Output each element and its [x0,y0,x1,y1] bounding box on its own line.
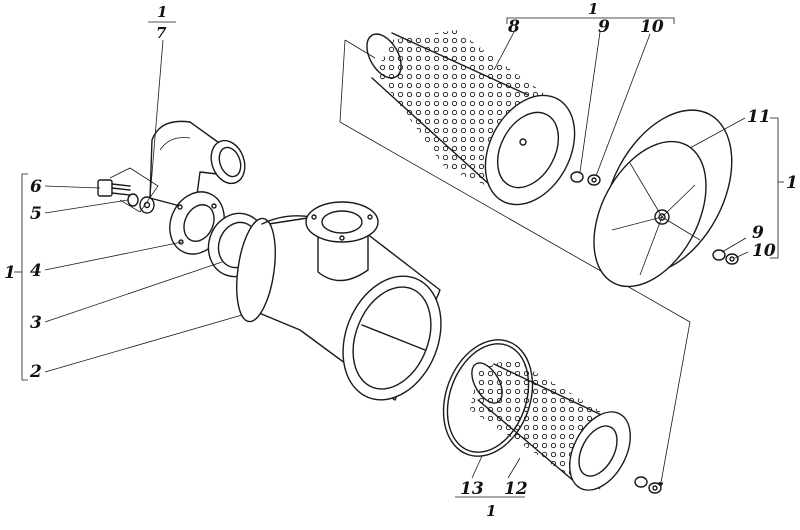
housing-2 [236,201,442,401]
callout-13: 13 [460,479,484,499]
filter-cartridge-8 [366,30,576,206]
callout-12: 12 [504,479,528,499]
callout-1-left: 1 [4,263,16,283]
callout-10-right: 10 [752,241,776,261]
callout-10-top: 10 [640,17,664,37]
inner-element-12 [470,358,631,491]
callout-5: 5 [30,204,42,224]
nut-washer-9-10-top [570,171,601,186]
callout-4: 4 [30,261,42,281]
callout-frac-bottom-num: 1 [486,502,496,520]
callout-9-top: 9 [598,17,610,37]
callout-frac-top-num: 1 [157,3,167,21]
callout-9-right: 9 [752,223,764,243]
callout-1-right: 1 [786,173,798,193]
nut-washer-bottom [634,476,662,494]
bracket-right [770,117,784,259]
callout-8: 8 [507,17,520,37]
bracket-top [506,17,675,24]
callout-frac-right-num: 1 [588,0,598,18]
elbow-pipe-7 [149,120,246,211]
bolt-6-washer-5 [97,167,159,214]
callout-2: 2 [29,362,42,382]
callout-7: 7 [156,24,167,42]
assembly-outline-frame [339,39,691,489]
leader-lines [44,31,749,479]
callout-3: 3 [30,313,42,333]
nut-washer-9-10-right [712,249,739,265]
end-cover-11 [593,109,733,288]
callout-11: 11 [747,107,771,127]
bracket-left [14,173,28,381]
callout-6: 6 [30,177,42,197]
